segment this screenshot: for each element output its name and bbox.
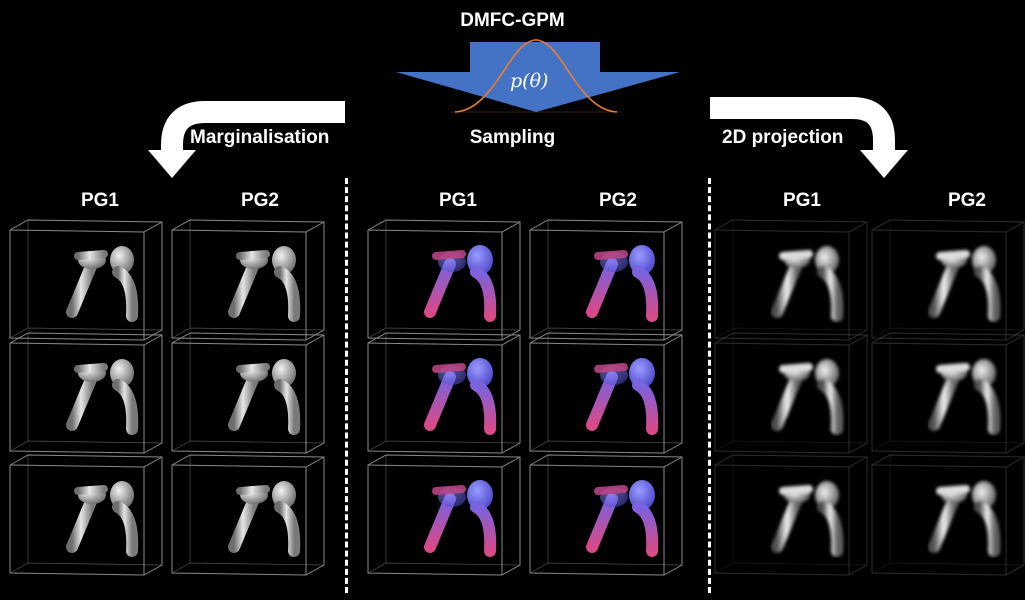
aneurysm-mesh — [234, 246, 296, 316]
aneurysm-mesh — [234, 359, 296, 429]
aneurysm-projection — [934, 481, 996, 551]
projection-panel — [714, 219, 1025, 576]
aneurysm-sample — [592, 245, 655, 316]
column-label-pg2: PG2 — [947, 190, 987, 211]
gaussian-curve — [454, 39, 618, 113]
marginalisation-label: Marginalisation — [190, 127, 330, 148]
prior-label: p(θ) — [510, 70, 549, 92]
aneurysm-mesh — [234, 481, 296, 551]
aneurysm-projection — [777, 481, 839, 551]
sampling-label: Sampling — [469, 127, 556, 148]
aneurysm-mesh — [72, 481, 134, 551]
marginalisation-panel — [9, 219, 325, 576]
aneurysm-projection — [934, 359, 996, 429]
sampling-panel — [367, 219, 683, 576]
column-label-pg1: PG1 — [80, 190, 120, 211]
aneurysm-projection — [934, 246, 996, 316]
column-label-pg2: PG2 — [598, 190, 638, 211]
aneurysm-sample — [592, 480, 655, 551]
aneurysm-sample — [430, 245, 493, 316]
projection-label: 2D projection — [722, 127, 844, 148]
aneurysm-mesh — [72, 359, 134, 429]
projection-arrow — [710, 97, 908, 178]
aneurysm-sample — [430, 480, 493, 551]
sampling-arrow — [396, 42, 680, 112]
column-label-pg2: PG2 — [240, 190, 280, 211]
diagram-title: DMFC-GPM — [460, 10, 565, 31]
aneurysm-sample — [592, 358, 655, 429]
aneurysm-projection — [777, 246, 839, 316]
column-label-pg1: PG1 — [438, 190, 478, 211]
divider-right — [708, 178, 711, 593]
column-label-pg1: PG1 — [782, 190, 822, 211]
aneurysm-sample — [430, 358, 493, 429]
marginalisation-arrow — [148, 101, 345, 178]
aneurysm-projection — [777, 359, 839, 429]
divider-left — [345, 178, 348, 593]
aneurysm-mesh — [72, 246, 134, 316]
